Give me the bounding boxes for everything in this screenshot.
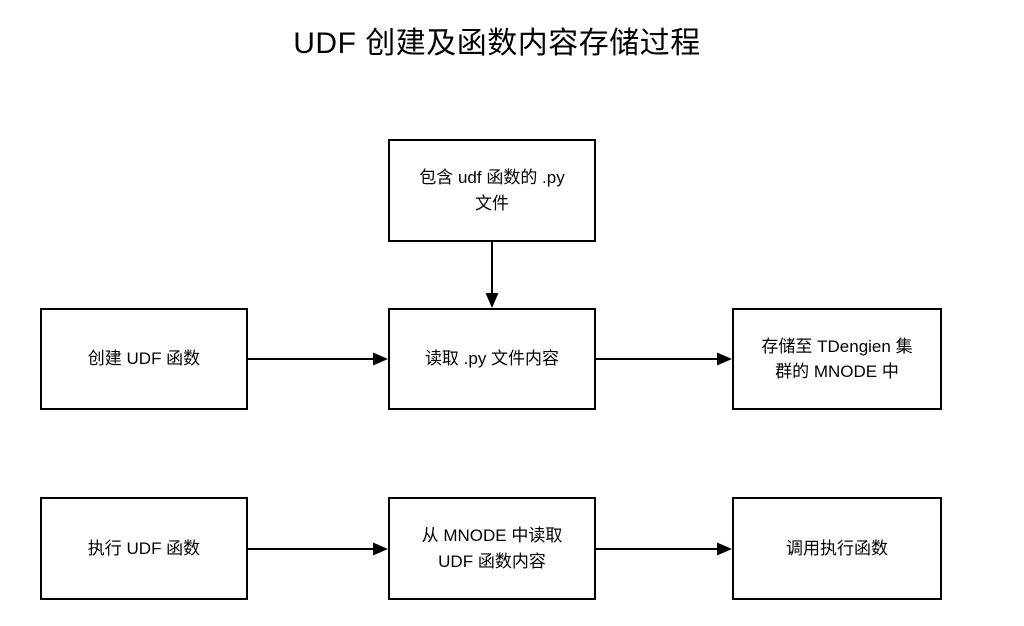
arrow-readpy-to-storemnode xyxy=(596,352,732,366)
node-exec-udf: 执行 UDF 函数 xyxy=(40,497,248,600)
arrow-pyfile-to-readpy xyxy=(485,242,499,308)
node-read-py-content: 读取 .py 文件内容 xyxy=(388,308,596,410)
node-call-exec-function: 调用执行函数 xyxy=(732,497,942,600)
diagram-title: UDF 创建及函数内容存储过程 xyxy=(293,27,701,60)
node-read-from-mnode: 从 MNODE 中读取 UDF 函数内容 xyxy=(388,497,596,600)
arrow-execudf-to-readmnode xyxy=(248,542,388,556)
node-create-udf: 创建 UDF 函数 xyxy=(40,308,248,410)
node-store-to-mnode: 存储至 TDengien 集 群的 MNODE 中 xyxy=(732,308,942,410)
arrow-createudf-to-readpy xyxy=(248,352,388,366)
node-py-file: 包含 udf 函数的 .py 文件 xyxy=(388,139,596,242)
arrow-readmnode-to-callexec xyxy=(596,542,732,556)
